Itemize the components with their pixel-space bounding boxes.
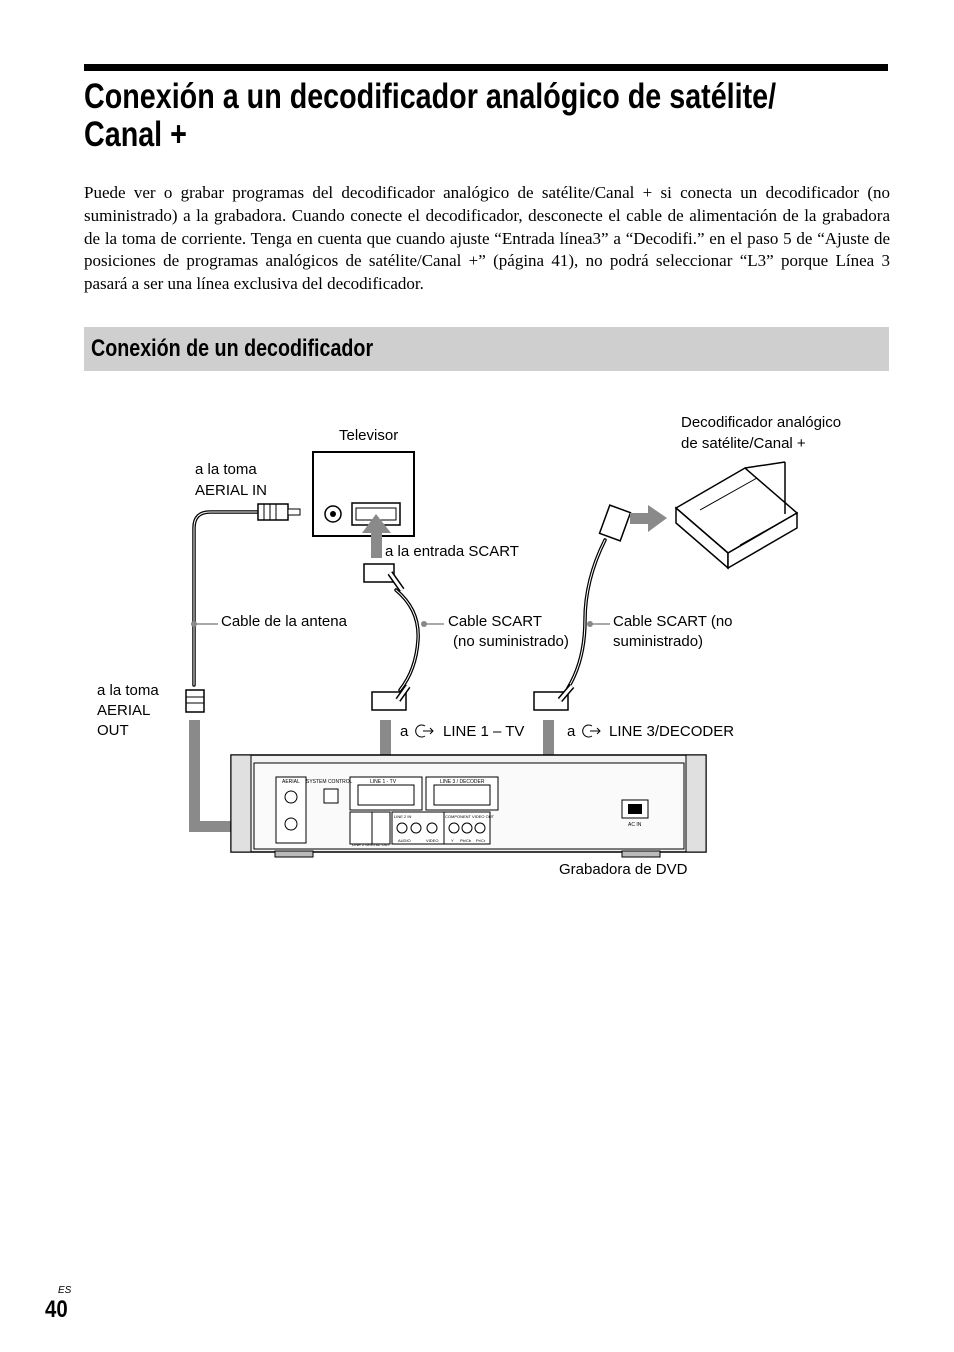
- decoder-label-line-2: de satélite/Canal +: [681, 435, 806, 452]
- panel-audio-text: AUDIO: [398, 838, 411, 843]
- scart-cable-1-label-line-2: (no suministrado): [453, 633, 569, 650]
- panel-video-text: VIDEO: [426, 838, 438, 843]
- tv-illustration: [312, 451, 415, 537]
- panel-pb-text: Pb/Cb: [460, 838, 472, 843]
- line3-prefix: a: [567, 723, 576, 740]
- aerial-out-label-line-3: OUT: [97, 722, 129, 739]
- scart-cable-2-label-line-1: Cable SCART (no: [613, 613, 733, 630]
- panel-line3-decoder-text: LINE 3 / DECODER: [440, 779, 485, 785]
- title-rule: [84, 64, 888, 71]
- panel-line1-tv-text: LINE 1 - TV: [370, 779, 397, 785]
- dvd-recorder-illustration: AERIAL SYSTEM CONTROL LINE 1 - TV LINE 3…: [230, 754, 707, 858]
- leader-dots: [191, 621, 593, 627]
- page-number: 40: [45, 1296, 68, 1323]
- decoder-illustration: [674, 461, 799, 570]
- scart-cable-2-label-line-2: suministrado): [613, 633, 704, 650]
- line1-prefix: a: [400, 723, 409, 740]
- scart-plug-recorder-1: [371, 684, 411, 711]
- cables: [192, 510, 607, 692]
- line3-label: LINE 3/DECODER: [609, 723, 735, 740]
- intro-paragraph: Puede ver o grabar programas del decodif…: [84, 183, 890, 294]
- section-title: Conexión de un decodificador: [91, 335, 374, 362]
- aerial-in-label-line-1: a la toma: [195, 461, 257, 478]
- scart-plug-recorder-3: [533, 684, 575, 711]
- decoder-label-line-1: Decodificador analógico: [681, 414, 842, 431]
- line-input-icon-1: [415, 724, 434, 738]
- panel-aerial-text: AERIAL: [282, 779, 300, 785]
- panel-line2-in-text: LINE 2 IN: [394, 814, 411, 819]
- panel-y-text: Y: [451, 838, 454, 843]
- cable-highlights: [193, 511, 606, 691]
- aerial-out-label-line-2: AERIAL: [97, 702, 151, 719]
- scart-input-label: a la entrada SCART: [385, 543, 519, 560]
- page-title: Conexión a un decodificador analógico de…: [84, 77, 777, 154]
- line1-label: LINE 1 – TV: [443, 723, 525, 740]
- tv-label: Televisor: [339, 427, 399, 444]
- panel-system-control-text: SYSTEM CONTROL: [306, 779, 353, 785]
- language-mark: ES: [58, 1285, 72, 1296]
- panel-digital-out-text: LINE 2 DIGITAL OUT: [352, 842, 391, 847]
- panel-ac-in-text: AC IN: [628, 822, 642, 828]
- scart-plug-decoder: [598, 504, 632, 542]
- line-input-icon-3: [582, 724, 601, 738]
- dvd-recorder-label: Grabadora de DVD: [559, 861, 688, 878]
- antenna-plug-top: [257, 503, 301, 521]
- page-title-line-1: Conexión a un decodificador analógico de…: [84, 77, 777, 116]
- aerial-out-label-line-1: a la toma: [97, 682, 159, 699]
- scart-cable-1-label-line-1: Cable SCART: [448, 613, 542, 630]
- page-title-line-2: Canal +: [84, 115, 187, 154]
- panel-pr-text: Pr/Cr: [476, 838, 486, 843]
- aerial-in-label-line-2: AERIAL IN: [195, 482, 267, 499]
- scart-plug-tv: [363, 563, 405, 592]
- section-header-bar: [84, 327, 889, 371]
- panel-component-text: COMPONENT VIDEO OUT: [445, 814, 495, 819]
- antenna-plug-bottom: [185, 689, 205, 713]
- antenna-cable-label: Cable de la antena: [221, 613, 347, 630]
